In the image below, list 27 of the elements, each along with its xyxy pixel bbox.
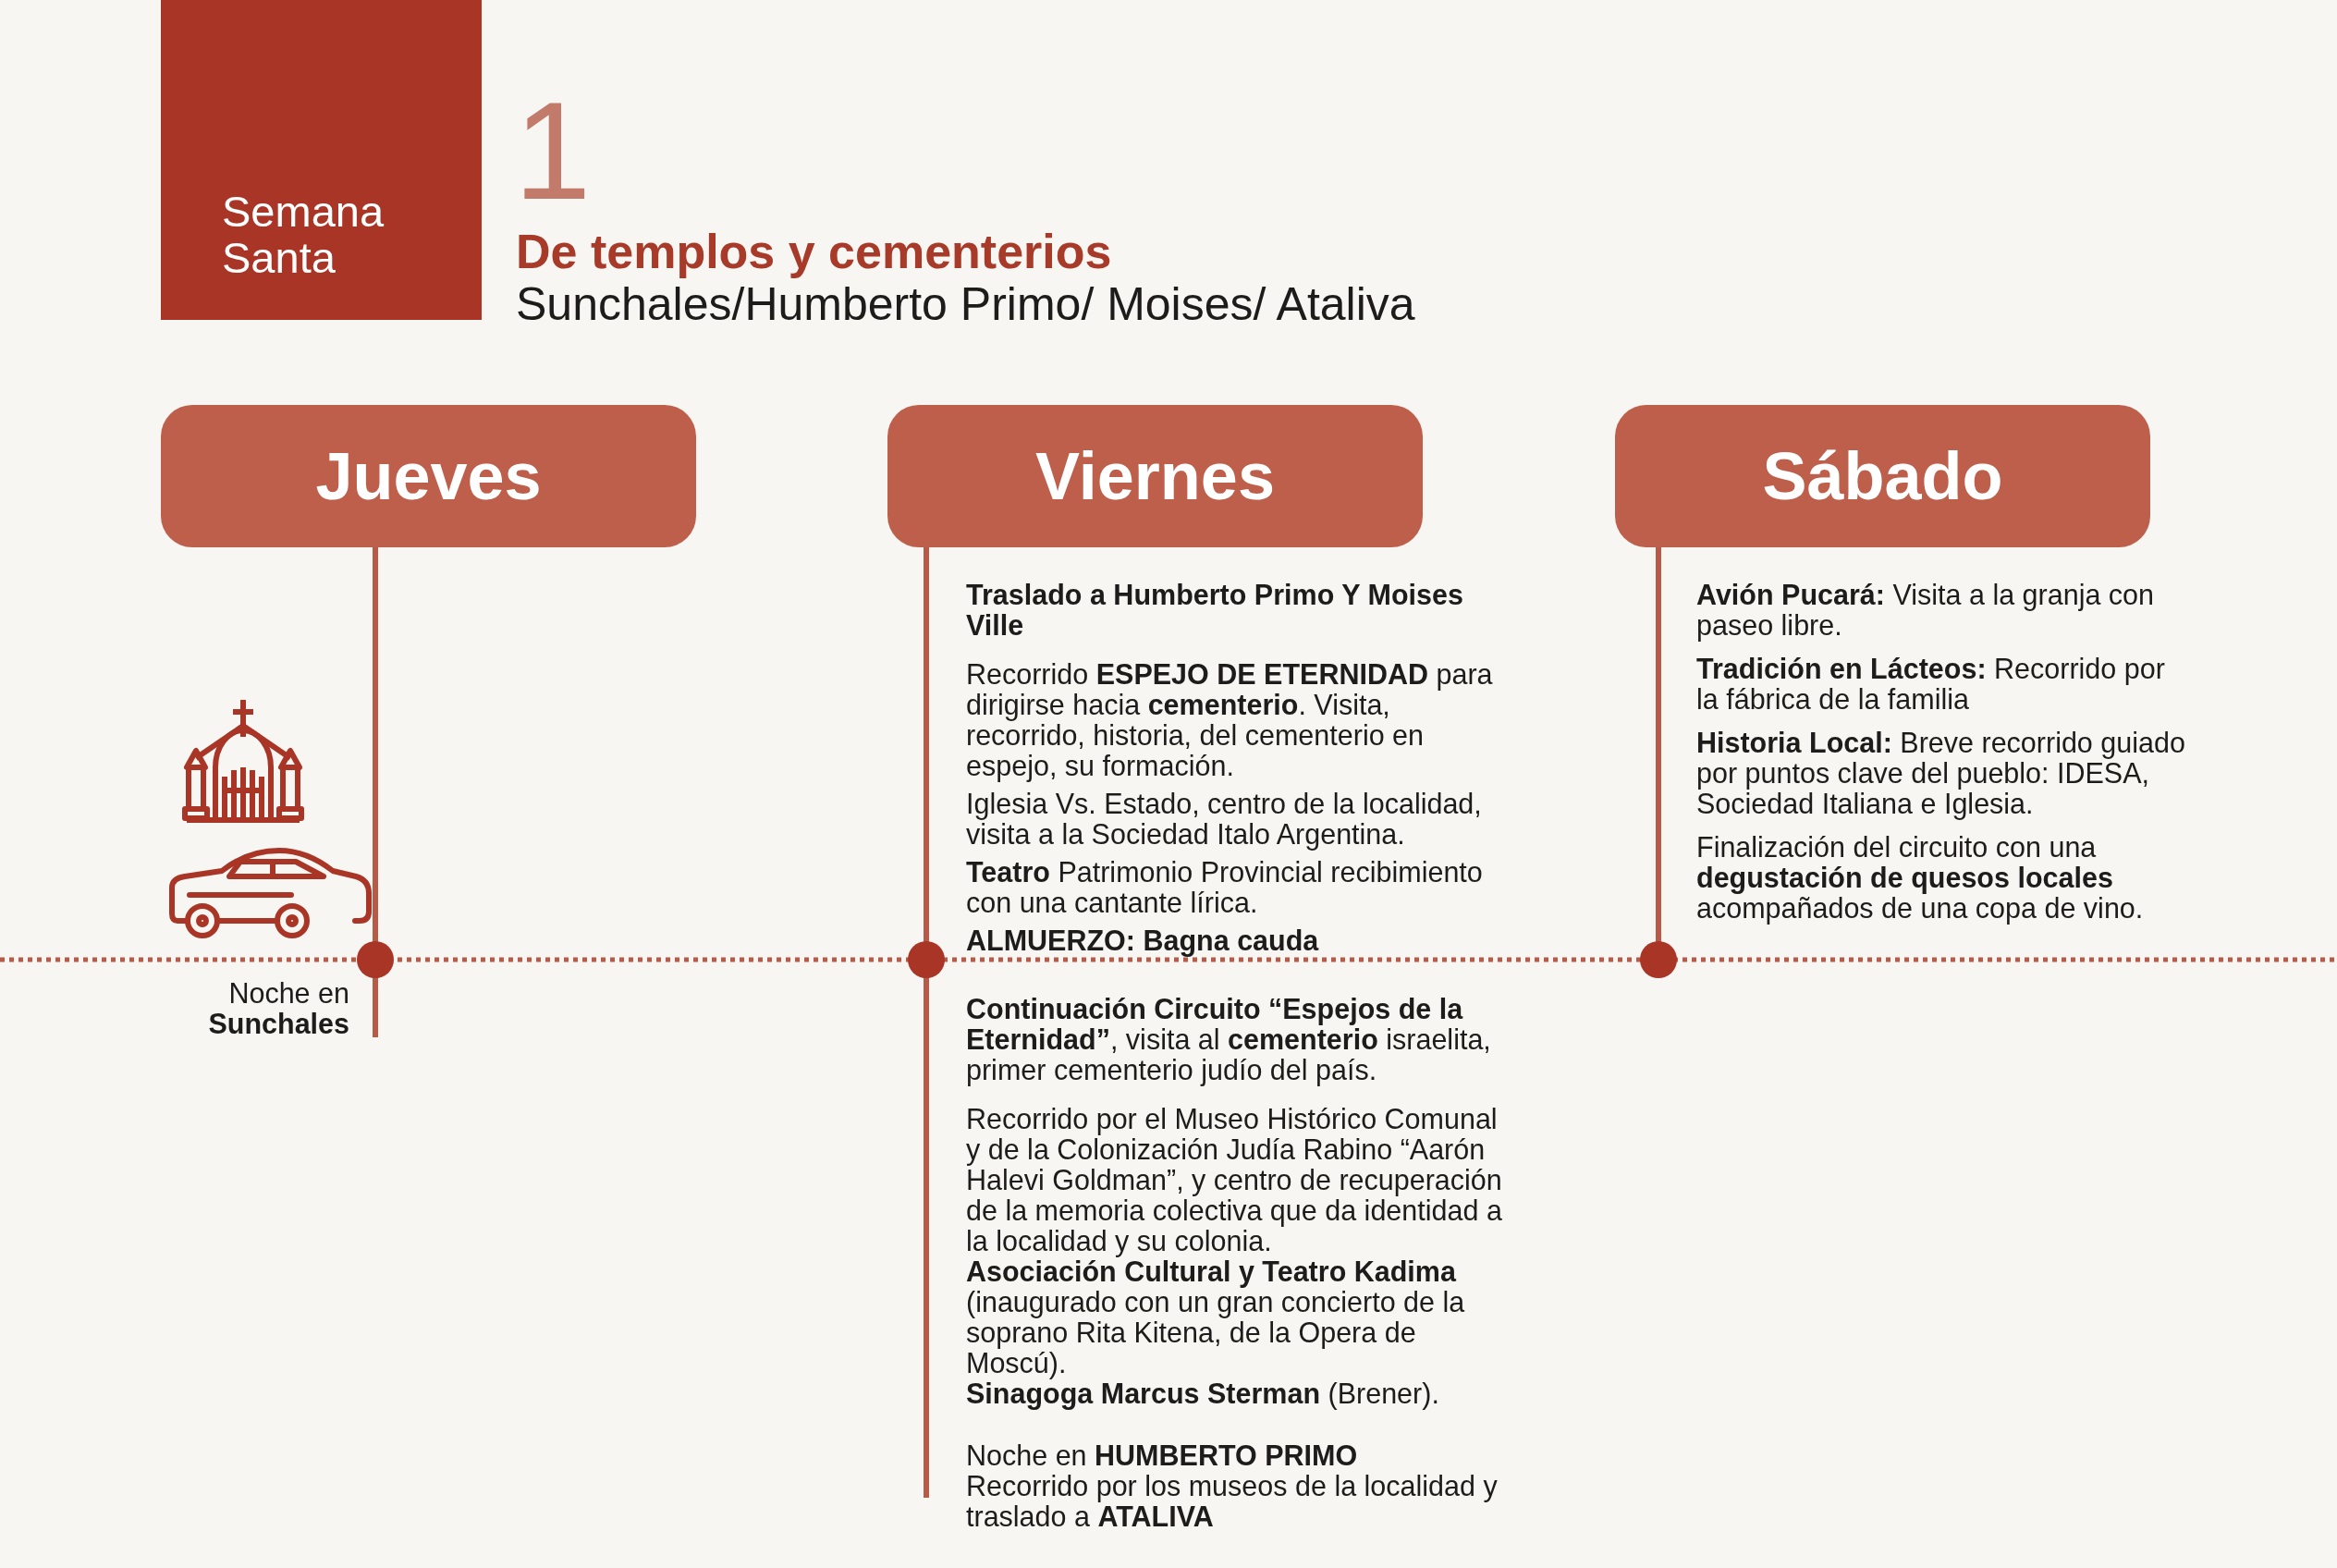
activity-text: Finalización del circuito con una degustación de quesos locales acompañados de una copa de vino.	[1696, 832, 2145, 924]
activity-text: Traslado a Humberto Primo Y Moises Ville	[966, 580, 1464, 641]
day-label: Sábado	[1762, 438, 2003, 514]
activity-text: Recorrido por el Museo Histórico Comunal y de la Colonización Judía Rabino “Aarón Halevi Goldman”, y centro de recuperación de la memoria colectiva que da identidad a la localidad y su colonia.	[966, 1104, 1503, 1256]
step-number: 1	[514, 81, 592, 220]
day-label: Viernes	[1035, 438, 1275, 514]
activity-text: Recorrido ESPEJO DE ETERNIDAD para dirigirse hacia cementerio. Visita, recorrido, historia, del cementerio en espejo, su formación.	[966, 659, 1494, 781]
activity-text: Iglesia Vs. Estado, centro de la localidad, visita a la Sociedad Italo Argentina.	[966, 789, 1483, 850]
night-note: Noche en Sunchales	[207, 978, 349, 1039]
activity-text: Continuación Circuito “Espejos de la Eternidad”, visita al cementerio israelita, primer cementerio judío del país.	[966, 994, 1492, 1085]
activity-text: Teatro Patrimonio Provincial recibimiento con una cantante lírica.	[966, 857, 1484, 918]
activity-text: Asociación Cultural y Teatro Kadima (inaugurado con un gran concierto de la soprano Rita Kitena, de la Opera de Moscú).	[966, 1256, 1466, 1378]
day-header	[887, 405, 1423, 547]
activity-text: Recorrido por los museos de la localidad y traslado a ATALIVA	[966, 1471, 1499, 1532]
activity-text: ALMUERZO: Bagna cauda	[966, 925, 1320, 956]
title-block	[161, 0, 482, 320]
activity-text: Historia Local: Breve recorrido guiado por puntos clave del pueblo: IDESA, Sociedad Italiana e Iglesia.	[1696, 728, 2186, 819]
day-label: Jueves	[315, 438, 542, 514]
activity-text: Noche en HUMBERTO PRIMO	[966, 1440, 1359, 1471]
activity-text: Avión Pucará: Visita a la granja con paseo libre.	[1696, 580, 2156, 641]
day-header	[161, 405, 696, 547]
activity-text: Tradición en Lácteos: Recorrido por la fábrica de la familia	[1696, 654, 2166, 715]
title: De templos y cementerios	[516, 224, 1112, 279]
subtitle: Sunchales/Humberto Primo/ Moises/ Ataliva	[516, 278, 1415, 331]
block-label: Semana Santa	[222, 189, 385, 281]
activity-text: Sinagoga Marcus Sterman (Brener).	[966, 1378, 1440, 1409]
day-header	[1615, 405, 2150, 547]
